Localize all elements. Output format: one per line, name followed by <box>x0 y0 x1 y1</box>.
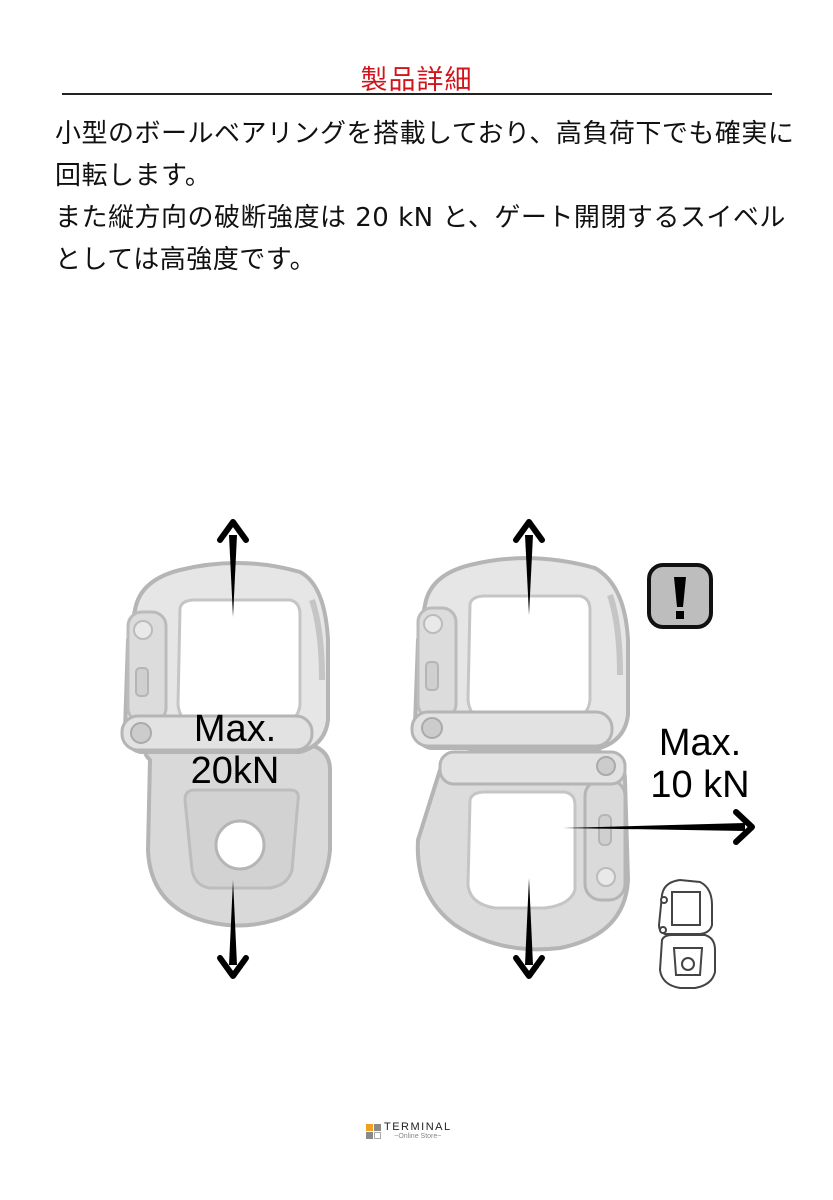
right-down-arrow-icon <box>513 878 545 979</box>
logo-subtitle: ~Online Store~ <box>394 1133 442 1140</box>
strength-diagram: Max. 20kN Max. 10 kN <box>0 500 833 1000</box>
description-paragraph-2: また縦方向の破断強度は 20 kN と、ゲート開閉するスイベルとしては高強度です… <box>55 203 786 275</box>
left-up-arrow-icon <box>217 519 249 617</box>
right-up-arrow-icon <box>513 519 545 615</box>
logo-name: TERMINAL <box>384 1121 452 1133</box>
warning-icon <box>647 563 713 629</box>
description-paragraph-1: 小型のボールベアリングを搭載しており、高負荷下でも確実に回転します。 <box>55 119 795 191</box>
store-logo: TERMINAL ~Online Store~ <box>366 1118 452 1144</box>
swivel-thumbnail-icon <box>657 878 716 989</box>
right-max-load-label: Max. 10 kN <box>650 722 750 806</box>
left-max-load-label: Max. 20kN <box>190 708 280 792</box>
logo-mark-icon <box>366 1123 381 1139</box>
left-down-arrow-icon <box>217 880 249 979</box>
product-description: 小型のボールベアリングを搭載しており、高負荷下でも確実に回転します。 また縦方向… <box>55 113 795 281</box>
page-title: 製品詳細 <box>360 65 473 96</box>
right-swivel-illustration <box>410 556 631 952</box>
title-divider <box>62 93 772 95</box>
right-side-arrow-icon <box>563 809 755 845</box>
left-swivel-illustration <box>120 561 332 928</box>
